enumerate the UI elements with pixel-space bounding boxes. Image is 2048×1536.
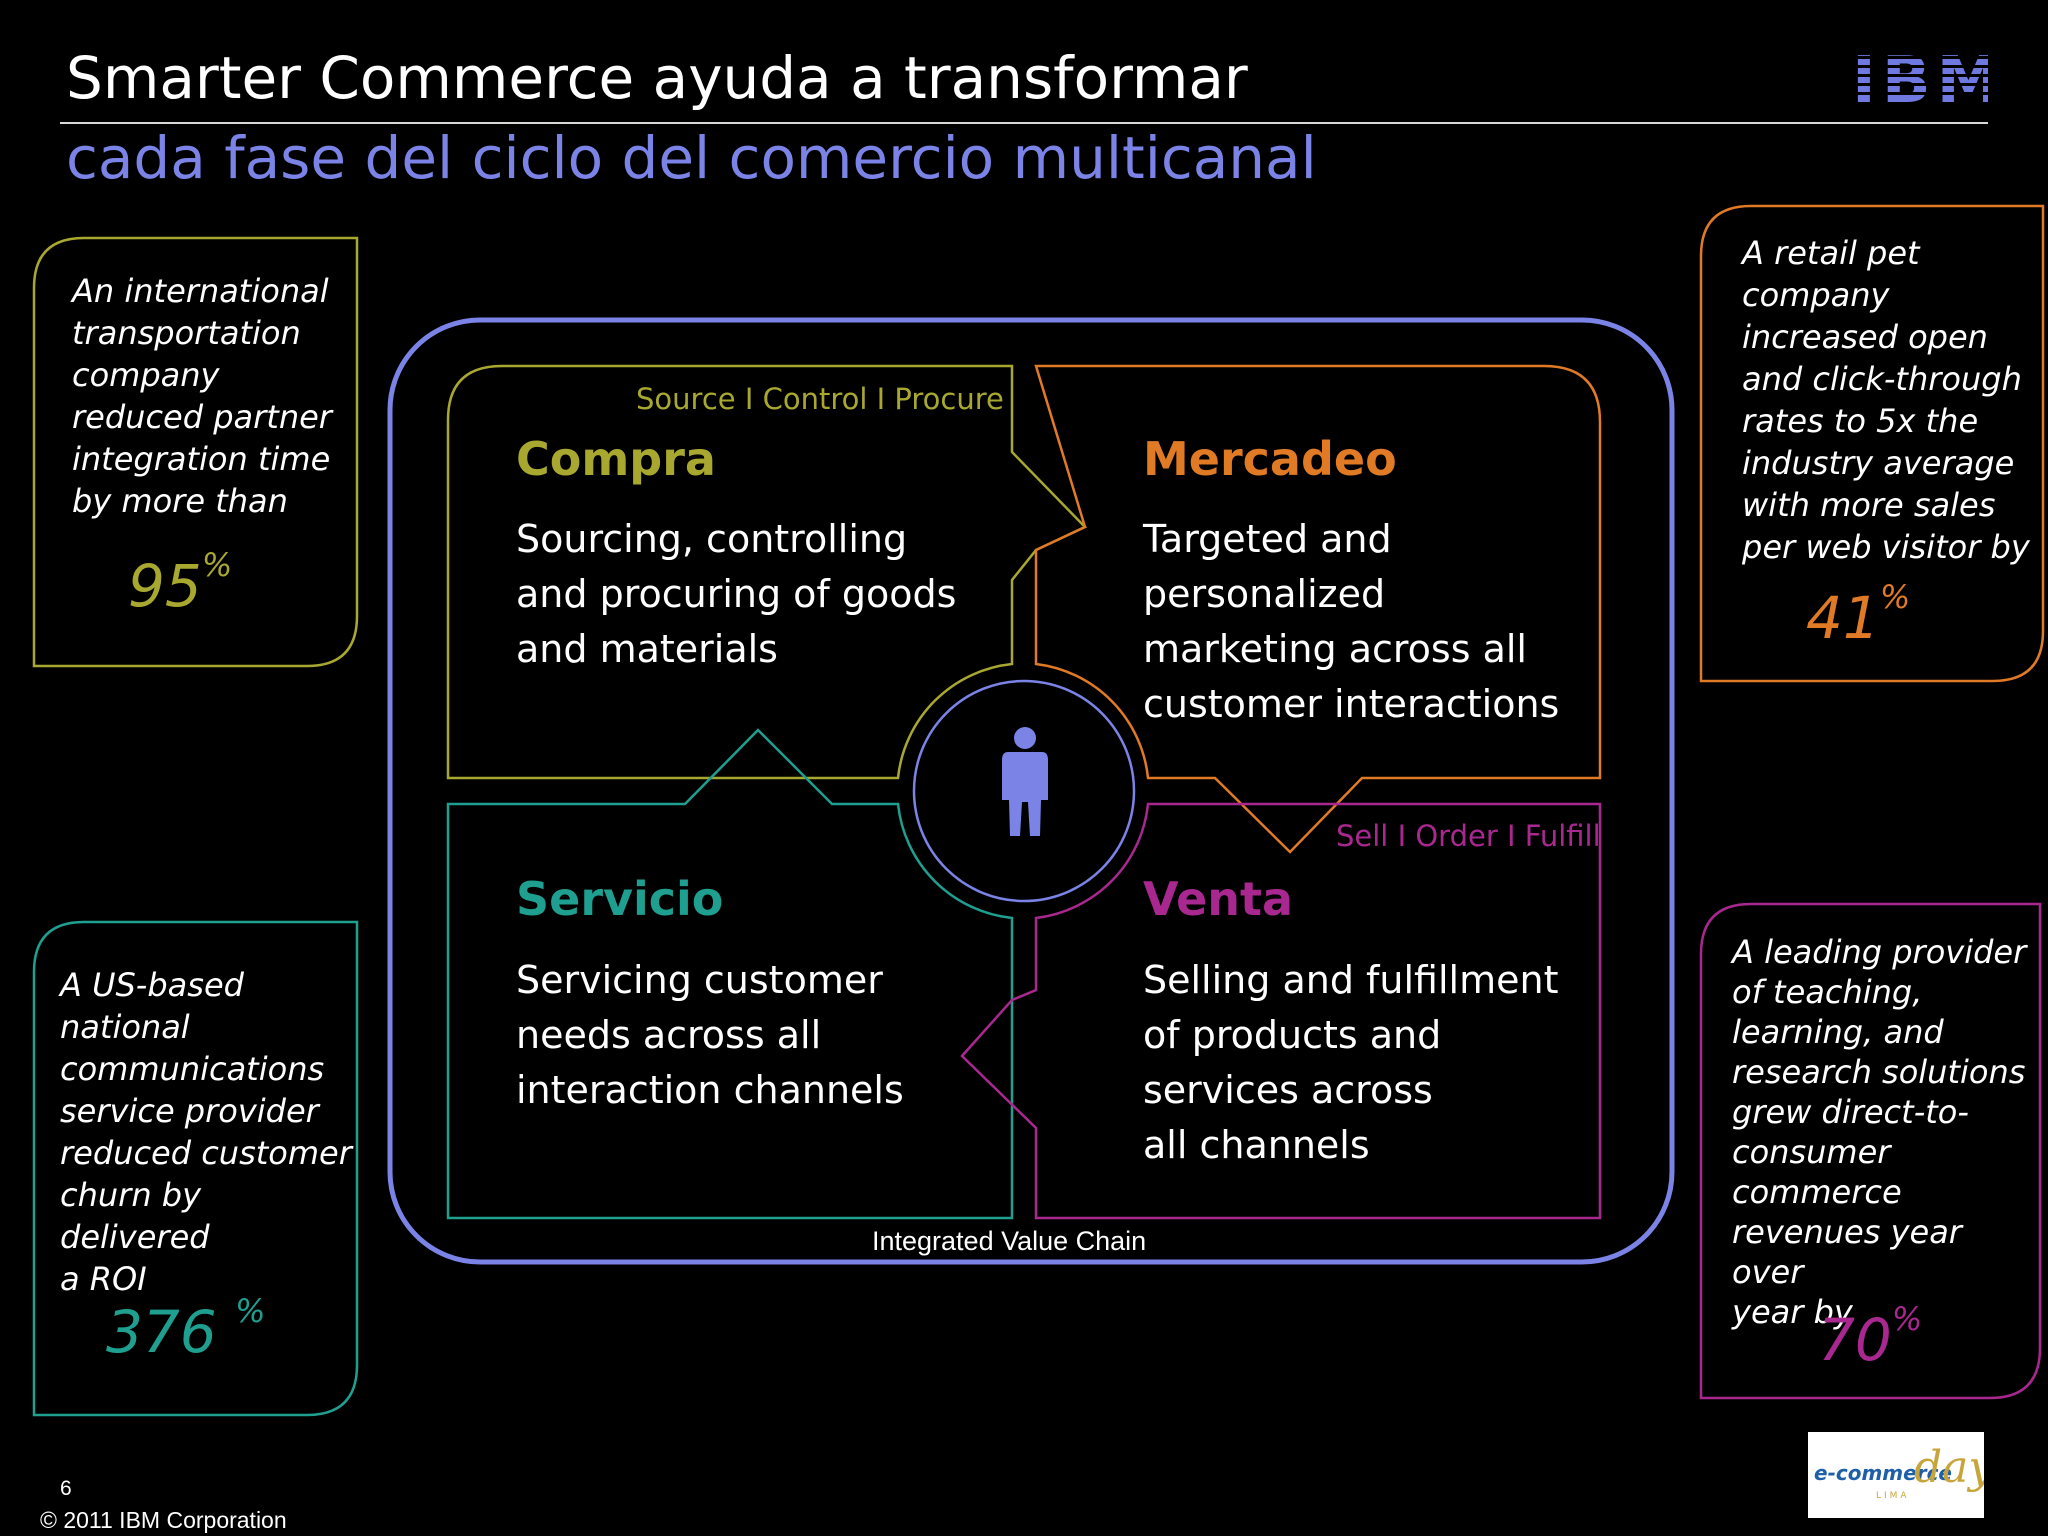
callout-line: national: [60, 1008, 190, 1046]
venta-heading: Venta: [1143, 872, 1294, 926]
stat-unit: %: [201, 546, 233, 584]
venta-description-line: services across: [1143, 1068, 1433, 1112]
callout-line: per web visitor by: [1742, 528, 2030, 566]
callout-line: year by: [1732, 1293, 1853, 1331]
slide-subtitle: cada fase del ciclo del comercio multica…: [66, 124, 1317, 192]
callout-line: reduced partner: [72, 398, 332, 436]
mercadeo-description: Targeted and personalized marketing acro…: [1143, 512, 1559, 732]
stat-unit: %: [1891, 1300, 1923, 1338]
stat-value: 70: [1818, 1306, 1892, 1374]
stat-unit: %: [1879, 578, 1911, 616]
callout-line: increased open: [1742, 318, 1988, 356]
stat-value: 376: [106, 1298, 236, 1366]
callout-line: rates to 5x the: [1742, 402, 1979, 440]
integrated-value-chain-frame: [387, 317, 1675, 1265]
callout-line: churn by delivered: [60, 1176, 210, 1256]
callout-line: and click-through: [1742, 360, 2022, 398]
callout-line: integration time: [72, 440, 331, 478]
mercadeo-description-line: customer interactions: [1143, 682, 1560, 726]
callout-box-top-left: [32, 236, 359, 668]
servicio-description-line: Servicing customer: [516, 958, 883, 1002]
compra-description: Sourcing, controlling and procuring of g…: [516, 512, 956, 677]
callout-line: An international: [72, 272, 329, 310]
mercadeo-description-line: marketing across all: [1143, 627, 1527, 671]
customer-center-circle: [912, 679, 1136, 903]
compra-description-line: and procuring of goods: [516, 572, 957, 616]
venta-description: Selling and fulfillment of products and …: [1143, 953, 1558, 1173]
ecommerce-day-logo-brand: e-commerce: [1814, 1461, 1952, 1485]
stat-value: 95: [128, 552, 202, 620]
callout-line: with more sales: [1742, 486, 1996, 524]
servicio-description-line: interaction channels: [516, 1068, 904, 1112]
venta-description-line: Selling and fulfillment: [1143, 958, 1559, 1002]
title-divider: [60, 122, 1988, 124]
person-icon: [1002, 727, 1048, 836]
callout-line: A leading provider: [1732, 933, 2027, 971]
page-number: 6: [60, 1477, 72, 1500]
callout-line: a ROI: [60, 1260, 147, 1298]
venta-description-line: all channels: [1143, 1123, 1370, 1167]
compra-heading: Compra: [516, 432, 716, 486]
callout-line: communications: [60, 1050, 325, 1088]
callout-bottom-right-stat: 70%: [1818, 1300, 1922, 1374]
callout-box-bottom-left: [32, 920, 359, 1417]
copyright-notice: © 2011 IBM Corporation: [40, 1507, 287, 1533]
mercadeo-quadrant-outline: [1034, 364, 1602, 854]
servicio-description: Servicing customer needs across all inte…: [516, 953, 904, 1118]
callout-line: industry average: [1742, 444, 2015, 482]
stat-unit: %: [235, 1292, 266, 1330]
callout-line: service provider: [60, 1092, 319, 1130]
servicio-quadrant-outline: [446, 728, 1014, 1220]
venta-tagline: Sell I Order I Fulfill: [1336, 819, 1601, 853]
slide-title: Smarter Commerce ayuda a transformar: [66, 44, 1248, 112]
callout-bottom-right-text: A leading provider of teaching, learning…: [1732, 932, 2038, 1332]
callout-line: revenues year over: [1732, 1213, 1962, 1291]
callout-top-right-stat: 41%: [1806, 578, 1910, 652]
venta-quadrant-outline: [960, 802, 1602, 1220]
callout-line: commerce: [1732, 1173, 1902, 1211]
callout-line: by more than: [72, 482, 288, 520]
callout-line: company: [1742, 276, 1890, 314]
ecommerce-day-logo-city: LIMA: [1876, 1491, 1910, 1501]
callout-line: grew direct-to-: [1732, 1093, 1969, 1131]
compra-tagline: Source I Control I Procure: [636, 382, 1004, 416]
servicio-description-line: needs across all: [516, 1013, 822, 1057]
callout-bottom-left-stat: 376 %: [106, 1292, 266, 1366]
mercadeo-description-line: personalized: [1143, 572, 1386, 616]
callout-line: consumer: [1732, 1133, 1891, 1171]
ibm-logo: IBM: [1852, 48, 1988, 108]
stat-value: 41: [1806, 584, 1880, 652]
callout-line: A US-based: [60, 966, 244, 1004]
mercadeo-description-line: Targeted and: [1143, 517, 1392, 561]
callout-bottom-left-text: A US-based national communications servi…: [60, 964, 356, 1300]
compra-quadrant-outline: [446, 364, 1088, 780]
callout-line: reduced customer: [60, 1134, 352, 1172]
callout-top-left-stat: 95%: [128, 546, 232, 620]
compra-description-line: and materials: [516, 627, 778, 671]
callout-line: A retail pet: [1742, 234, 1920, 272]
servicio-heading: Servicio: [516, 872, 724, 926]
callout-line: transportation: [72, 314, 301, 352]
callout-line: of teaching,: [1732, 973, 1923, 1011]
ecommerce-day-logo: e-commerce day LIMA: [1808, 1432, 1984, 1518]
callout-line: company: [72, 356, 220, 394]
ecommerce-day-logo-day: day: [1914, 1442, 1984, 1493]
mercadeo-heading: Mercadeo: [1143, 432, 1397, 486]
venta-description-line: of products and: [1143, 1013, 1442, 1057]
callout-line: learning, and: [1732, 1013, 1944, 1051]
callout-top-right-text: A retail pet company increased open and …: [1742, 232, 2038, 568]
integrated-value-chain-label: Integrated Value Chain: [872, 1226, 1147, 1256]
callout-line: research solutions: [1732, 1053, 2026, 1091]
compra-description-line: Sourcing, controlling: [516, 517, 908, 561]
callout-box-top-right: [1699, 204, 2045, 683]
callout-box-bottom-right: [1699, 902, 2042, 1400]
callout-top-left-text: An international transportation company …: [72, 270, 352, 522]
